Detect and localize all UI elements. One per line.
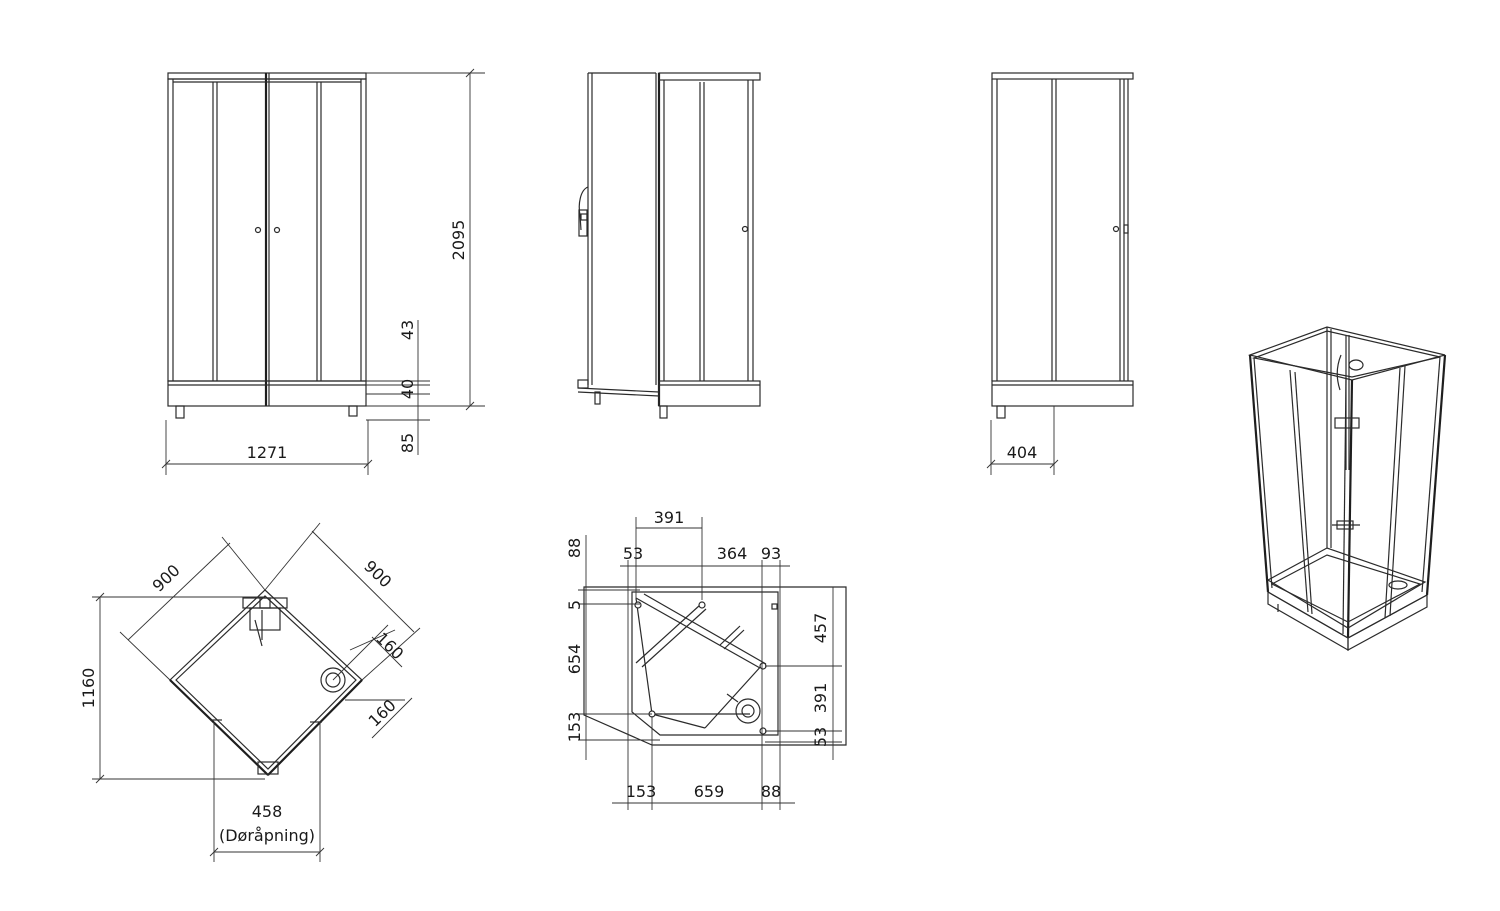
plan-drain-icon [320, 667, 346, 693]
door-knob-icon [741, 225, 749, 233]
shower-mixer-icon [1334, 417, 1360, 429]
dim-93: 93 [761, 544, 781, 563]
plan-view-dimensions: 1160 900 900 160 160 458 (Døråpning) [79, 522, 421, 862]
dim-1271: 1271 [247, 443, 288, 462]
base-plan [583, 586, 847, 746]
door-knob-right-icon [273, 226, 281, 234]
dim-900-left: 900 [149, 561, 184, 596]
plan-mixer-icon [249, 607, 281, 631]
plan-view [169, 589, 363, 776]
door-opening-caption: (Døråpning) [219, 826, 315, 845]
side-view-left [577, 72, 761, 419]
shower-head-icon [1348, 359, 1364, 371]
shower-hose-icon [578, 186, 589, 231]
dim-659: 659 [694, 782, 725, 801]
front-view [167, 72, 367, 419]
base-plan-dimensions: 391 53 364 93 88 5 654 153 457 391 53 15… [565, 508, 842, 810]
dim-457: 457 [811, 613, 830, 644]
dim-53-right: 53 [811, 727, 830, 747]
isometric-view [1247, 326, 1447, 652]
dim-153-left: 153 [565, 712, 584, 743]
dim-364: 364 [717, 544, 748, 563]
dim-88-bottom: 88 [761, 782, 781, 801]
dim-43: 43 [398, 320, 417, 340]
front-view-dimensions: 2095 43 40 85 1271 [161, 68, 485, 475]
dim-53-top: 53 [623, 544, 643, 563]
side-view-right [991, 72, 1134, 419]
dim-85: 85 [398, 433, 417, 453]
base-drain-icon [735, 698, 761, 724]
dim-404: 404 [1007, 443, 1038, 462]
dim-160-upper: 160 [372, 629, 407, 664]
door-knob-left-icon [254, 226, 262, 234]
dim-40: 40 [398, 379, 417, 399]
dim-654: 654 [565, 644, 584, 675]
dim-1160: 1160 [79, 668, 98, 709]
side-view-dimensions: 404 [986, 406, 1059, 475]
drain-icon [1388, 580, 1408, 590]
dim-2095: 2095 [449, 220, 468, 261]
door-knob-icon [1112, 225, 1120, 233]
dim-88-left: 88 [565, 538, 584, 558]
dim-391-right: 391 [811, 683, 830, 714]
dim-153-bottom: 153 [626, 782, 657, 801]
dim-458: 458 [252, 802, 283, 821]
dim-900-right: 900 [360, 557, 395, 592]
dim-160-lower: 160 [365, 696, 400, 731]
dim-5: 5 [565, 600, 584, 610]
dim-391-top: 391 [654, 508, 685, 527]
